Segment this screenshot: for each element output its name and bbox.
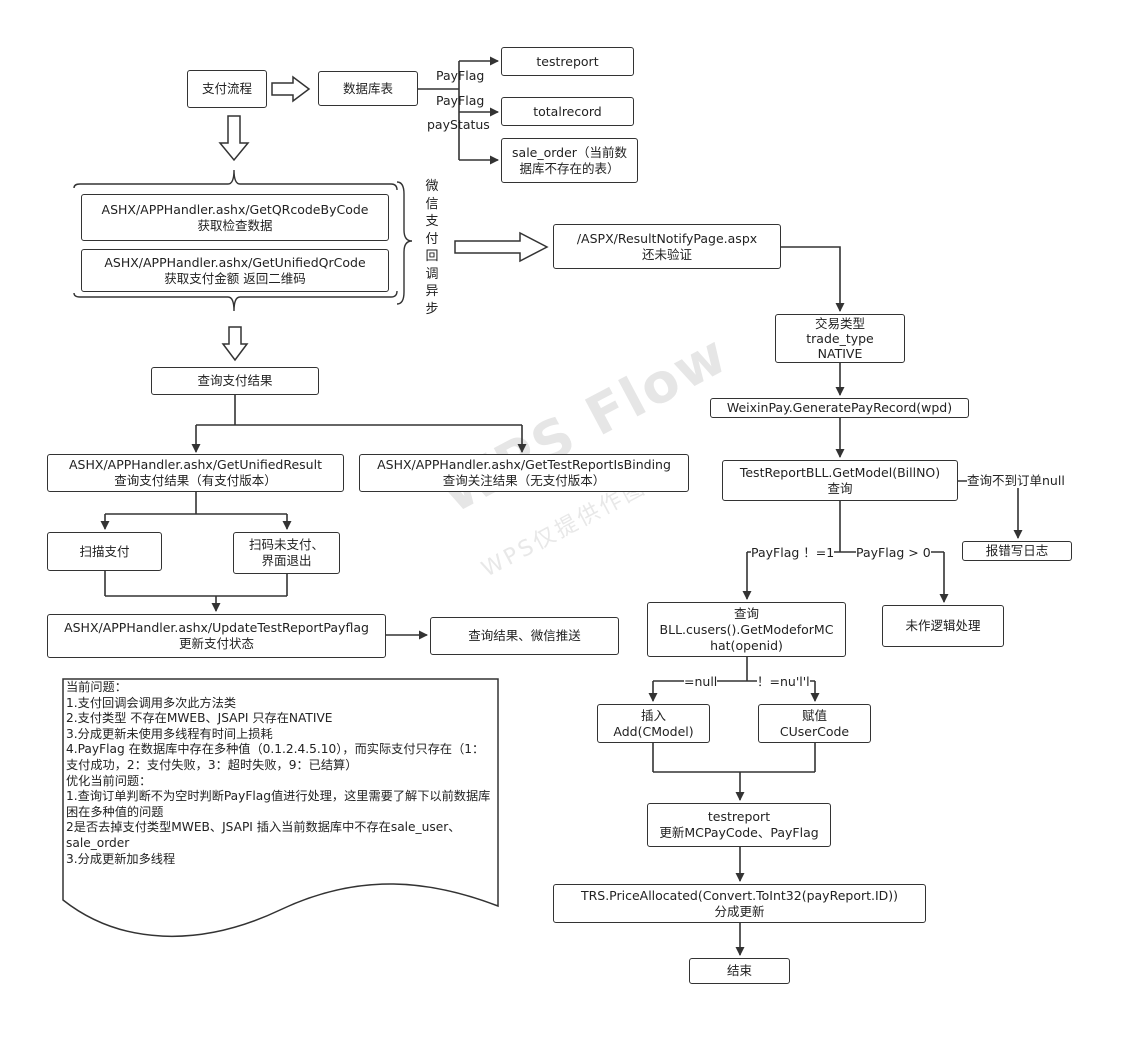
testreport-update-line2: 更新MCPayCode、PayFlag bbox=[659, 825, 819, 840]
sale-order-line2: 据库不存在的表） bbox=[519, 160, 620, 176]
insert-node: 插入 Add(CModel) bbox=[597, 704, 710, 743]
testreport-table-node: testreport bbox=[501, 47, 634, 76]
error-log-label: 报错写日志 bbox=[985, 543, 1049, 558]
note-line: 3.分成更新加多线程 bbox=[66, 851, 176, 866]
note-line: 2是否去掉支付类型MWEB、JSAPI 插入当前数据库中不存在sale_user… bbox=[66, 820, 461, 850]
edge-label-not-found: 查询不到订单null bbox=[967, 473, 1065, 488]
edge-label-ne-null: ！=nu'l'l bbox=[757, 674, 810, 689]
assign-node: 赋值 CUserCode bbox=[758, 704, 871, 743]
testreport-update-node: testreport 更新MCPayCode、PayFlag bbox=[647, 803, 831, 847]
wechat-push-node: 查询结果、微信推送 bbox=[430, 617, 619, 655]
async-char: 支 bbox=[425, 214, 439, 229]
note-shape bbox=[62, 678, 499, 937]
pay-flow-label: 支付流程 bbox=[201, 81, 252, 96]
note-line: 当前问题： bbox=[66, 680, 127, 694]
wechat-push-label: 查询结果、微信推送 bbox=[468, 628, 581, 643]
get-unified-qr-line1: ASHX/APPHandler.ashx/GetUnifiedQrCode bbox=[104, 254, 366, 270]
bll-query-node: 查询 BLL.cusers().GetModeforMC hat(openid) bbox=[647, 602, 846, 657]
insert-line2: Add(CModel) bbox=[613, 723, 694, 739]
query-result-node: 查询支付结果 bbox=[151, 367, 319, 395]
update-payflag-node: ASHX/APPHandler.ashx/UpdateTestReportPay… bbox=[47, 614, 386, 658]
end-node: 结束 bbox=[689, 958, 790, 984]
get-qr-node: ASHX/APPHandler.ashx/GetQRcodeByCode 获取检… bbox=[81, 194, 389, 241]
totalrecord-table-label: totalrecord bbox=[533, 103, 602, 119]
no-logic-label: 未作逻辑处理 bbox=[905, 618, 981, 633]
insert-line1: 插入 bbox=[640, 707, 666, 723]
testreport-update-line1: testreport bbox=[707, 809, 771, 824]
bll-query-line3: hat(openid) bbox=[710, 637, 783, 653]
error-log-node: 报错写日志 bbox=[962, 541, 1072, 561]
pay-flow-node: 支付流程 bbox=[187, 70, 267, 108]
update-payflag-line2: 更新支付状态 bbox=[178, 636, 254, 651]
async-char: 付 bbox=[425, 231, 439, 247]
note-line: 优化当前问题： bbox=[66, 773, 152, 788]
get-model-node: TestReportBLL.GetModel(BillNO) 查询 bbox=[722, 460, 958, 501]
trade-type-line1: 交易类型 bbox=[814, 316, 865, 331]
assign-line2: CUserCode bbox=[779, 723, 850, 739]
issues-note: 当前问题： 1.支付回调会调用多次此方法类 2.支付类型 不存在MWEB、JSA… bbox=[66, 680, 494, 867]
scan-pay-node: 扫描支付 bbox=[47, 532, 162, 571]
assign-line1: 赋值 bbox=[801, 707, 827, 723]
edge-label-eq-null: =null bbox=[684, 674, 718, 689]
notify-page-node: /ASPX/ResultNotifyPage.aspx 还未验证 bbox=[553, 224, 781, 269]
bll-query-line1: 查询 bbox=[733, 605, 759, 621]
query-result-label: 查询支付结果 bbox=[197, 373, 273, 388]
get-model-line1: TestReportBLL.GetModel(BillNO) bbox=[739, 464, 941, 480]
async-char: 信 bbox=[425, 196, 439, 212]
edge-label-payflag-gt0: PayFlag > 0 bbox=[856, 545, 931, 560]
get-unified-result-node: ASHX/APPHandler.ashx/GetUnifiedResult 查询… bbox=[47, 454, 344, 492]
db-tables-label: 数据库表 bbox=[342, 80, 393, 96]
trade-type-node: 交易类型 trade_type NATIVE bbox=[775, 314, 905, 363]
get-binding-line2: 查询关注结果（无支付版本） bbox=[442, 473, 606, 488]
sale-order-table-node: sale_order（当前数 据库不存在的表） bbox=[501, 138, 638, 183]
edge-label-payflag-ne1: PayFlag ！=1 bbox=[751, 545, 835, 560]
update-payflag-line1: ASHX/APPHandler.ashx/UpdateTestReportPay… bbox=[64, 620, 369, 635]
generate-pay-record-node: WeixinPay.GeneratePayRecord(wpd) bbox=[710, 398, 969, 418]
get-qr-line2: 获取检查数据 bbox=[197, 217, 273, 233]
scan-pay-label: 扫描支付 bbox=[79, 543, 130, 559]
sale-order-line1: sale_order（当前数 bbox=[512, 144, 627, 160]
trade-type-line2: trade_type bbox=[806, 331, 874, 346]
get-unified-qr-line2: 获取支付金额 返回二维码 bbox=[164, 270, 306, 286]
scan-exit-line2: 界面退出 bbox=[261, 553, 312, 568]
note-line: 2.支付类型 不存在MWEB、JSAPI 只存在NATIVE bbox=[66, 711, 333, 726]
no-logic-node: 未作逻辑处理 bbox=[882, 605, 1004, 647]
edge-label-payflag-1: PayFlag bbox=[436, 68, 485, 83]
get-qr-line1: ASHX/APPHandler.ashx/GetQRcodeByCode bbox=[101, 201, 369, 217]
notify-page-line1: /ASPX/ResultNotifyPage.aspx bbox=[576, 230, 758, 246]
get-model-line2: 查询 bbox=[827, 480, 853, 496]
scan-exit-node: 扫码未支付、 界面退出 bbox=[233, 532, 340, 574]
async-char: 调 bbox=[425, 266, 439, 282]
note-line: 4.PayFlag 在数据库中存在多种值（0.1.2.4.5.10），而实际支付… bbox=[66, 742, 485, 772]
async-char: 回 bbox=[425, 249, 439, 264]
price-allocated-line2: 分成更新 bbox=[714, 903, 765, 919]
get-binding-line1: ASHX/APPHandler.ashx/GetTestReportIsBind… bbox=[377, 457, 671, 472]
testreport-table-label: testreport bbox=[536, 53, 599, 69]
db-tables-node: 数据库表 bbox=[318, 71, 418, 106]
edge-label-payflag-2: PayFlag bbox=[436, 93, 485, 108]
async-callback-label: 微 信 支 付 回 调 异 步 bbox=[424, 178, 440, 318]
end-label: 结束 bbox=[726, 963, 752, 978]
totalrecord-table-node: totalrecord bbox=[501, 97, 634, 126]
async-char: 微 bbox=[425, 179, 439, 194]
generate-pay-record-label: WeixinPay.GeneratePayRecord(wpd) bbox=[726, 400, 953, 415]
edge-label-paystatus: payStatus bbox=[427, 117, 490, 132]
note-line: 1.支付回调会调用多次此方法类 bbox=[66, 695, 237, 710]
get-binding-node: ASHX/APPHandler.ashx/GetTestReportIsBind… bbox=[359, 454, 689, 492]
trade-type-line3: NATIVE bbox=[817, 346, 863, 361]
scan-exit-line1: 扫码未支付、 bbox=[248, 537, 324, 552]
price-allocated-line1: TRS.PriceAllocated(Convert.ToInt32(payRe… bbox=[580, 887, 899, 903]
get-unified-result-line2: 查询支付结果（有支付版本） bbox=[114, 473, 277, 488]
get-unified-qr-node: ASHX/APPHandler.ashx/GetUnifiedQrCode 获取… bbox=[81, 249, 389, 292]
get-unified-result-line1: ASHX/APPHandler.ashx/GetUnifiedResult bbox=[69, 457, 322, 472]
async-char: 步 bbox=[425, 301, 439, 317]
price-allocated-node: TRS.PriceAllocated(Convert.ToInt32(payRe… bbox=[553, 884, 926, 923]
note-line: 1.查询订单判断不为空时判断PayFlag值进行处理，这里需要了解下以前数据库困… bbox=[66, 789, 491, 819]
note-line: 3.分成更新未使用多线程有时间上损耗 bbox=[66, 726, 273, 741]
async-char: 异 bbox=[425, 284, 439, 299]
bll-query-line2: BLL.cusers().GetModeforMC bbox=[659, 621, 834, 637]
notify-page-line2: 还未验证 bbox=[641, 246, 692, 262]
